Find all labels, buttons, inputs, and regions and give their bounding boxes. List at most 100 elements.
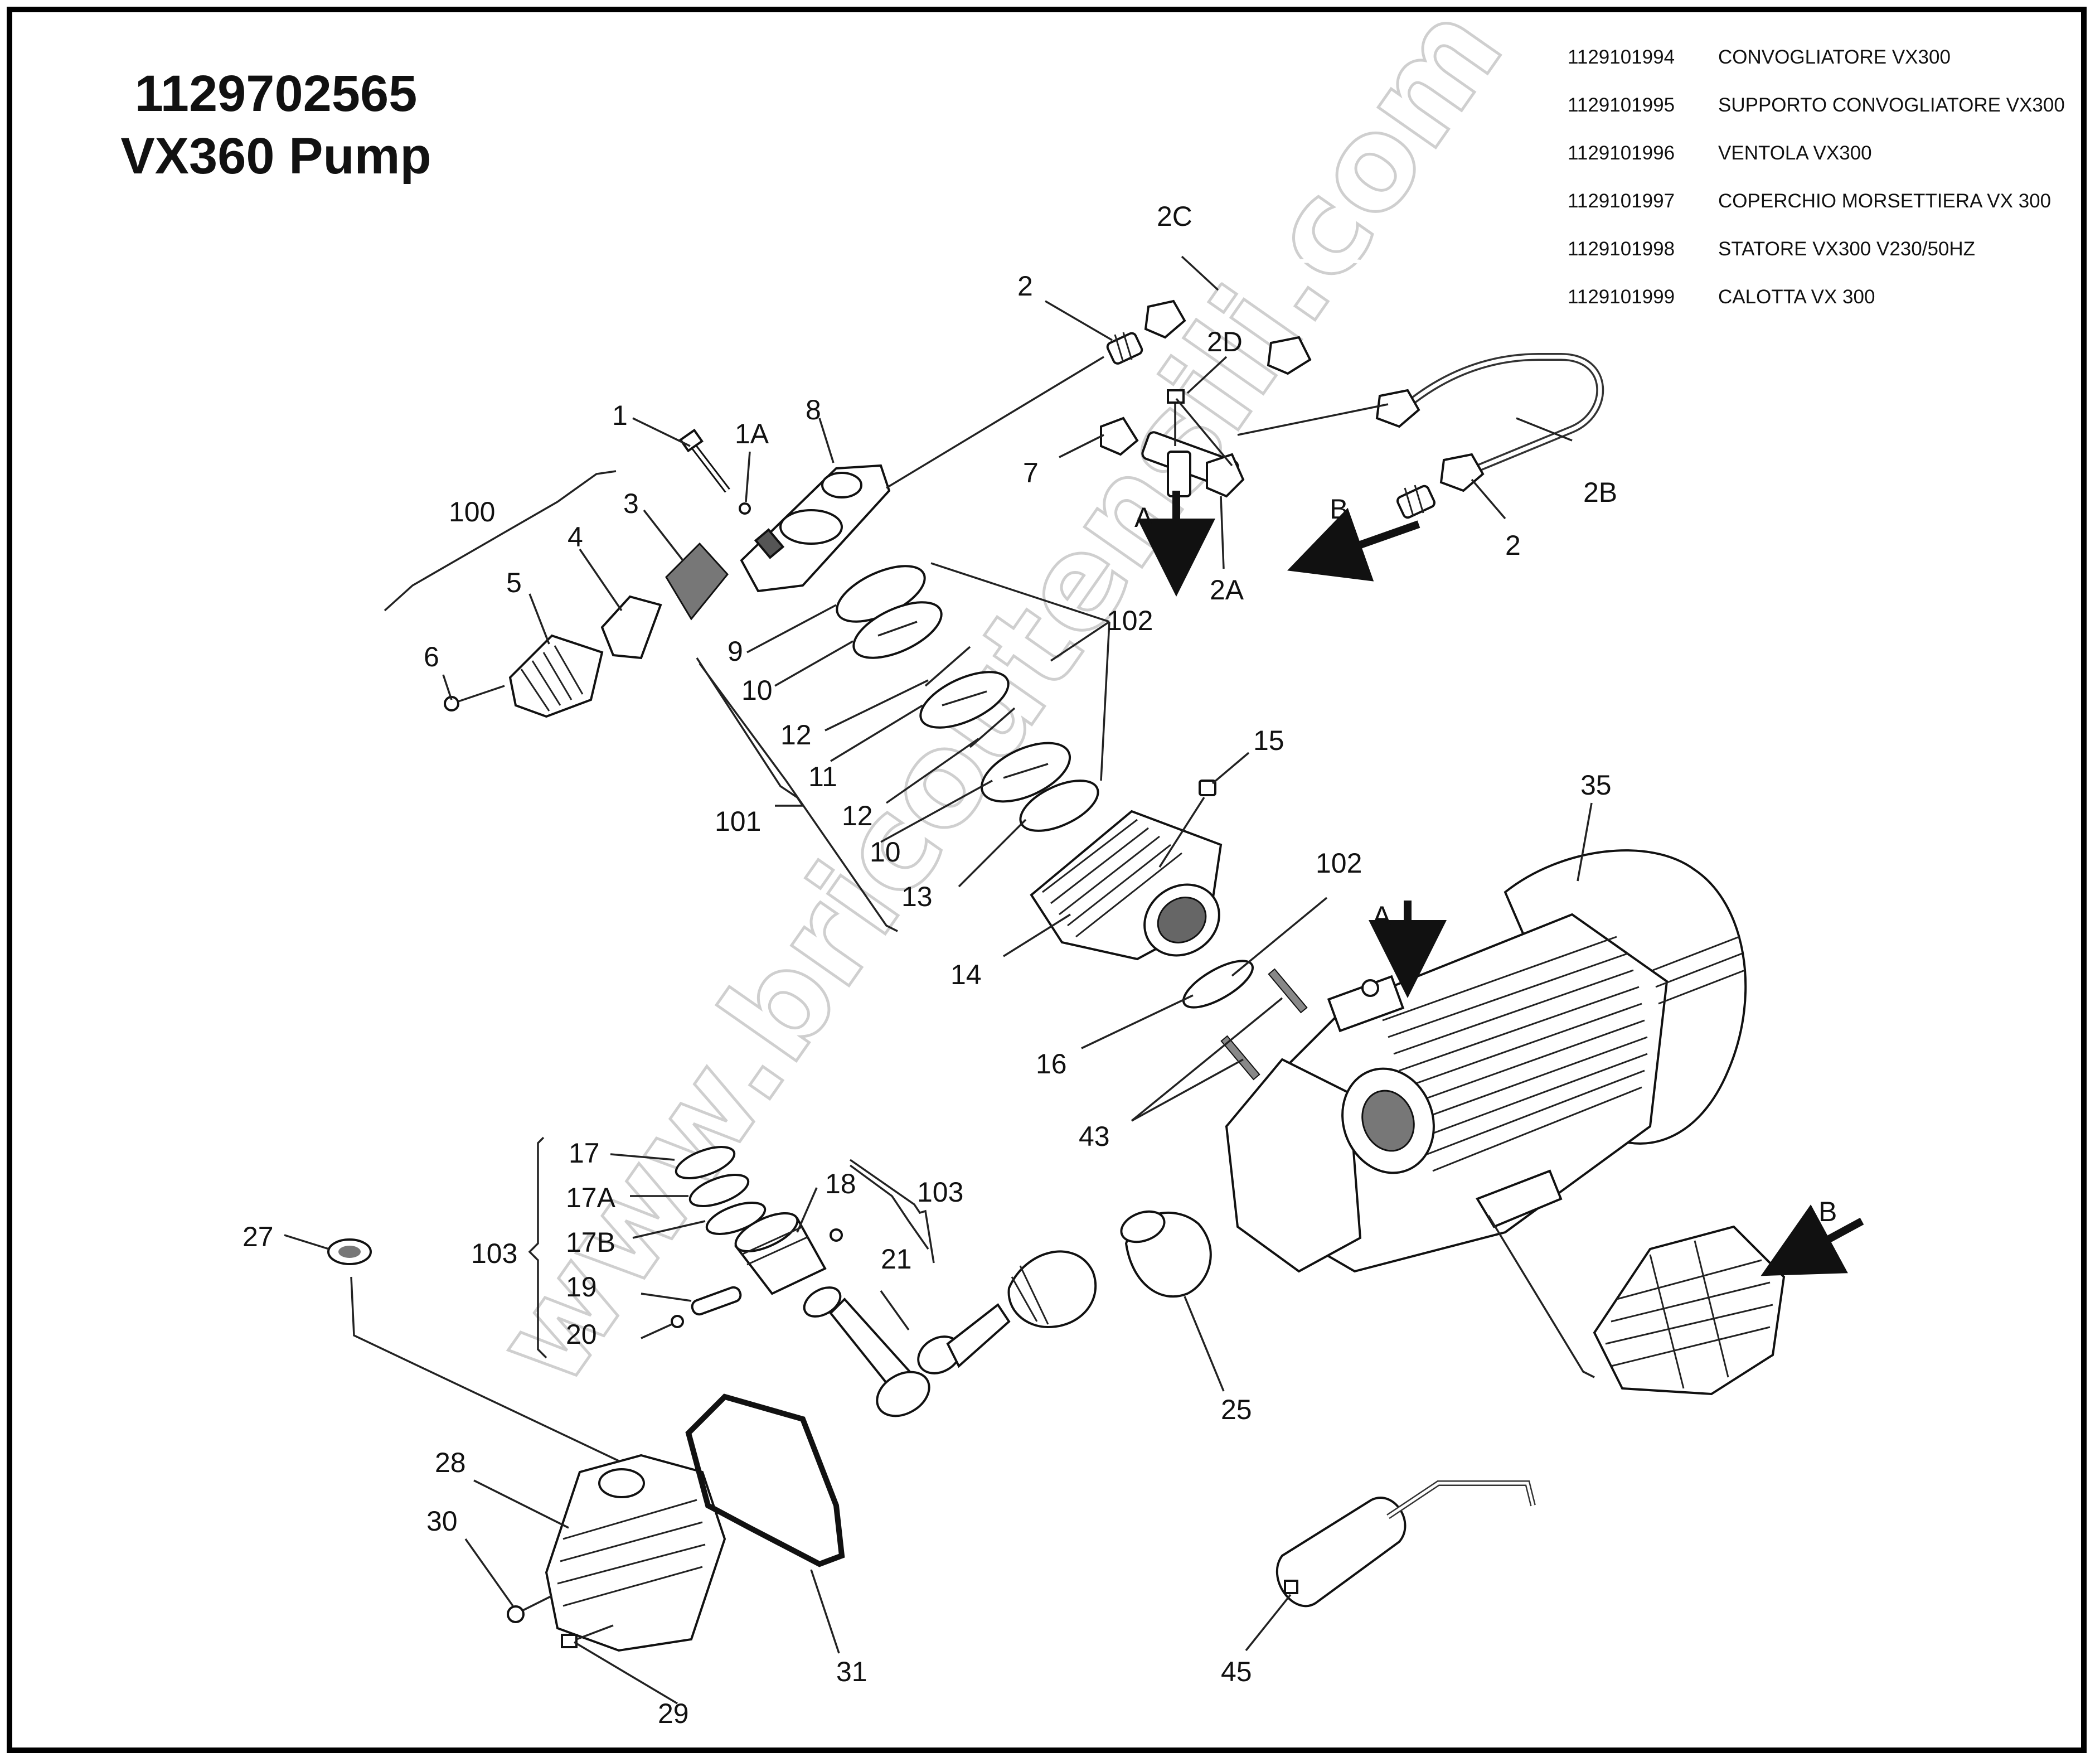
part-code: 1129101999 <box>1568 286 1675 308</box>
part-description: CALOTTA VX 300 <box>1718 286 1875 308</box>
fitting-2-lower <box>1396 485 1436 519</box>
gasket-31 <box>685 1393 845 1567</box>
callouts: 1 1A 8 2 2C 2D 7 A 2A B 2 2B 100 3 4 5 6… <box>243 201 1837 1729</box>
cylinder-14 <box>1030 810 1223 961</box>
callout-label: 100 <box>449 496 495 527</box>
diagram-frame <box>7 7 2087 1753</box>
group-brackets <box>528 657 935 1359</box>
callout-label: 17B <box>566 1227 615 1258</box>
plate-10-lower <box>980 742 1071 803</box>
callout-label: 11 <box>808 761 837 792</box>
parts-row: 1129101998 STATORE VX300 V230/50HZ <box>1568 225 2065 273</box>
callout-label: 2 <box>1017 270 1033 302</box>
callout-label: 103 <box>917 1177 963 1208</box>
part-description: STATORE VX300 V230/50HZ <box>1718 238 1976 260</box>
part-code: 1129101997 <box>1568 190 1675 212</box>
callout-label: 7 <box>1023 457 1039 488</box>
callout-label: 20 <box>566 1319 597 1350</box>
part-description: SUPPORTO CONVOGLIATORE VX300 <box>1718 94 2065 116</box>
title-product-name: VX360 Pump <box>120 128 431 185</box>
screw-29 <box>561 1624 614 1648</box>
callout-label: 5 <box>506 567 522 598</box>
callout-label: 2A <box>1210 574 1244 606</box>
part-code: 1129101995 <box>1568 94 1675 116</box>
title-part-number: 1129702565 <box>134 65 418 122</box>
eccentric-25 <box>1120 1210 1212 1298</box>
ring-17a <box>688 1174 750 1207</box>
callout-label: 101 <box>715 806 761 837</box>
callout-label: 2C <box>1157 201 1192 232</box>
plug-27 <box>327 1238 372 1265</box>
callout-label: 16 <box>1036 1048 1067 1080</box>
fitting-2-upper <box>1106 332 1143 365</box>
callout-label: 1 <box>612 400 628 431</box>
washer-1a <box>739 502 751 515</box>
callout-label: A <box>1134 502 1153 533</box>
ring-17 <box>675 1146 736 1179</box>
callout-label: 8 <box>806 394 821 425</box>
valve-head-8 <box>740 464 891 593</box>
pin-19 <box>691 1286 742 1316</box>
arrow-b-motor <box>1760 1204 1864 1276</box>
part-code: 1129101998 <box>1568 238 1675 260</box>
parts-row: 1129101996 VENTOLA VX300 <box>1568 129 2065 177</box>
parts-row: 1129101994 CONVOGLIATORE VX300 <box>1568 33 2065 81</box>
callout-label: 17A <box>566 1182 616 1213</box>
callout-label: 13 <box>901 881 933 912</box>
ring-17b <box>705 1202 767 1235</box>
callout-label: 21 <box>881 1243 912 1275</box>
callout-label: 102 <box>1107 605 1153 636</box>
callout-label: 35 <box>1580 769 1612 801</box>
callout-label: 2B <box>1583 477 1617 508</box>
pipe-2b <box>1375 353 1604 492</box>
clip-20 <box>671 1315 684 1328</box>
callout-label: 27 <box>243 1221 274 1252</box>
callout-label: 30 <box>426 1506 458 1537</box>
callout-label: 2 <box>1505 530 1521 561</box>
screw-30 <box>507 1595 552 1623</box>
callout-label: 28 <box>435 1447 466 1478</box>
callout-label: 2D <box>1207 326 1243 357</box>
callout-label: 15 <box>1253 725 1284 756</box>
pin-43-upper <box>1268 968 1308 1014</box>
plate-11 <box>919 671 1010 729</box>
part-description: VENTOLA VX300 <box>1718 142 1872 164</box>
callout-label: 31 <box>836 1656 867 1687</box>
nut-15 <box>1199 780 1216 796</box>
parts-row: 1129101997 COPERCHIO MORSETTIERA VX 300 <box>1568 177 2065 225</box>
part-description: CONVOGLIATORE VX300 <box>1718 46 1951 68</box>
connecting-rod-assembly <box>917 1303 1011 1374</box>
clip-18 <box>830 1228 843 1242</box>
callout-label: B <box>1818 1196 1837 1227</box>
gasket-16 <box>1182 960 1254 1009</box>
filter-cover-4 <box>600 595 662 660</box>
capacitor-45 <box>1275 1480 1536 1608</box>
parts-table: 1129101994 CONVOGLIATORE VX300 112910199… <box>1568 33 2065 321</box>
callout-label: 12 <box>780 719 812 751</box>
callout-label: 14 <box>950 959 982 990</box>
callout-label: 1A <box>735 418 769 449</box>
callout-label: 29 <box>658 1698 689 1729</box>
piston-18 <box>734 1212 827 1295</box>
callout-label: B <box>1330 493 1348 525</box>
parts-row: 1129101995 SUPPORTO CONVOGLIATORE VX300 <box>1568 81 2065 129</box>
leader-lines <box>284 255 1595 1705</box>
motor-35 <box>1225 849 1747 1273</box>
callout-label: 10 <box>741 675 773 706</box>
filter-housing-5 <box>508 634 604 718</box>
pin-43-lower <box>1220 1035 1260 1081</box>
head-cover-28 <box>545 1454 726 1652</box>
arrow-b-upper <box>1287 507 1420 582</box>
page-title: 1129702565 VX360 Pump <box>98 62 454 187</box>
connecting-rod-21 <box>803 1286 930 1417</box>
plate-10-upper <box>852 601 943 659</box>
piston-assembly <box>1007 1250 1097 1329</box>
callout-label: 4 <box>568 521 583 553</box>
part-code: 1129101996 <box>1568 142 1675 164</box>
callout-label: 102 <box>1316 848 1362 879</box>
callout-label: 18 <box>825 1168 856 1199</box>
callout-label: 19 <box>566 1271 597 1303</box>
fan-cover <box>1593 1225 1786 1396</box>
callout-label: 6 <box>424 641 439 672</box>
